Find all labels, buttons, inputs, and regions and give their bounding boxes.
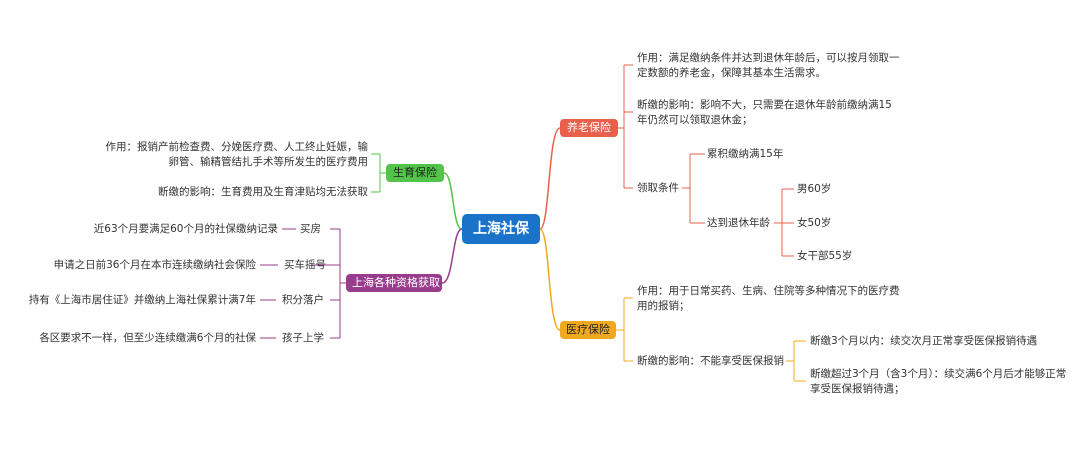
maternity-role-text: 作用：报销产前检查费、分娩医疗费、人工终止妊娠，输卵管、输精管结扎手术等所发生的… bbox=[105, 141, 369, 168]
maternity-node[interactable]: 生育保险 bbox=[386, 164, 444, 182]
connector-root-pension bbox=[539, 127, 561, 230]
qualification-hukou-desc: 持有《上海市居住证》并缴纳上海社保累计满7年 bbox=[28, 294, 256, 306]
medical-node[interactable]: 医疗保险 bbox=[560, 321, 616, 339]
connector-root-qualification bbox=[441, 228, 463, 284]
medical-impact-label: 断缴的影响：不能享受医保报销 bbox=[637, 355, 784, 367]
qualification-hukou-name: 积分落户 bbox=[282, 294, 324, 306]
root-node[interactable]: 上海社保 bbox=[462, 214, 540, 244]
medical-connectors bbox=[616, 297, 806, 382]
connector-root-maternity bbox=[443, 172, 463, 230]
maternity-impact-text: 断缴的影响：生育费用及生育津贴均无法获取 bbox=[158, 186, 368, 198]
connector-root-medical bbox=[539, 228, 561, 331]
qualification-car-desc: 申请之日前36个月在本市连续缴纳社会保险 bbox=[53, 259, 256, 271]
pension-node[interactable]: 养老保险 bbox=[560, 119, 618, 137]
medical-impact-long: 断缴超过3个月（含3个月）：续交满6个月后才能够正常享受医保报销待遇； bbox=[810, 368, 1067, 395]
pension-role-text: 作用：满足缴纳条件并达到退休年龄后，可以按月领取一定数额的养老金，保障其基本生活… bbox=[637, 52, 900, 79]
pension-age-male: 男60岁 bbox=[797, 183, 832, 195]
qualification-connectors bbox=[260, 228, 346, 339]
medical-impact-short: 断缴3个月以内：续交次月正常享受医保报销待遇 bbox=[810, 335, 1038, 347]
pension-conditions-label: 领取条件 bbox=[637, 182, 679, 194]
qualification-school-desc: 各区要求不一样，但至少连续缴满6个月的社保 bbox=[39, 332, 256, 344]
maternity-connectors bbox=[371, 153, 386, 193]
pension-age-female-cadre: 女干部55岁 bbox=[797, 250, 853, 262]
qualification-house-name: 买房 bbox=[300, 223, 321, 235]
qualification-car-name: 买车摇号 bbox=[284, 259, 326, 271]
medical-role-text: 作用：用于日常买药、生病、住院等多种情况下的医疗费用的报销； bbox=[637, 285, 900, 312]
pension-connectors bbox=[618, 64, 794, 257]
pension-years-text: 累积缴纳满15年 bbox=[707, 148, 784, 160]
qualification-house-desc: 近63个月要满足60个月的社保缴纳记录 bbox=[93, 223, 278, 235]
pension-age-label: 达到退休年龄 bbox=[707, 217, 770, 229]
qualification-node[interactable]: 上海各种资格获取 bbox=[346, 274, 442, 292]
pension-impact-text: 断缴的影响：影响不大，只需要在退休年龄前缴纳满15年仍然可以领取退休金； bbox=[637, 99, 892, 126]
qualification-school-name: 孩子上学 bbox=[282, 332, 324, 344]
pension-age-female: 女50岁 bbox=[797, 217, 832, 229]
